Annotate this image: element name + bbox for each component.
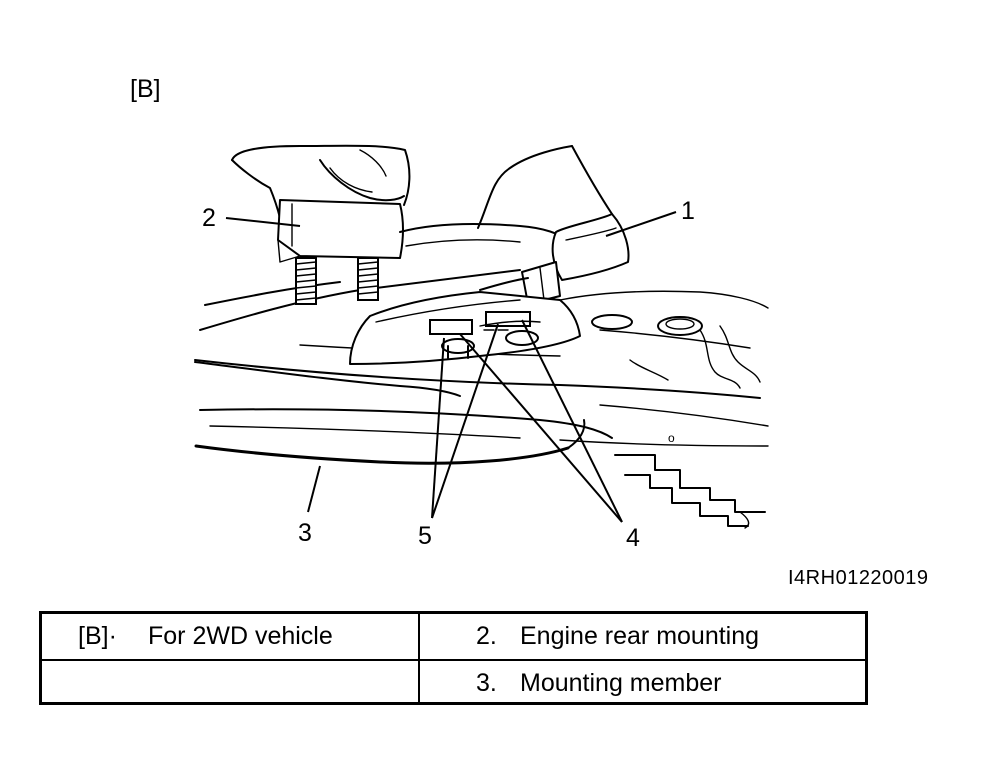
callout-3: 3 [298,519,312,547]
leader-lines [225,211,677,523]
legend-item-3-number: 3. [476,669,497,697]
view-label: [B] [130,75,161,103]
legend-item-3-text: Mounting member [520,669,722,697]
legend-view-key: [B]· [78,622,117,650]
legend-item-2-text: Engine rear mounting [520,622,760,650]
callout-2: 2 [202,204,216,232]
legend-view-description: For 2WD vehicle [148,622,333,650]
legend-row1-right: 2. Engine rear mounting [476,624,759,649]
engine-mounting-diagram: [B] o [130,75,929,589]
legend-row1-left: [B]· For 2WD vehicle [78,624,333,649]
engine-rear-mounting-illustration [231,144,567,305]
legend-row-divider [42,659,865,661]
legend-row2-right: 3. Mounting member [476,671,721,696]
svg-text:o: o [668,431,675,445]
figure-reference-code: I4RH01220019 [788,567,929,589]
callout-5: 5 [418,522,432,550]
legend-column-divider [418,614,420,702]
callout-4: 4 [626,524,640,552]
legend-item-2-number: 2. [476,622,497,650]
callout-1: 1 [681,197,695,225]
mounting-member-illustration [194,291,613,465]
bracket-illustration [477,145,630,305]
legend-table: [B]· For 2WD vehicle 2. Engine rear mounti… [39,611,868,705]
